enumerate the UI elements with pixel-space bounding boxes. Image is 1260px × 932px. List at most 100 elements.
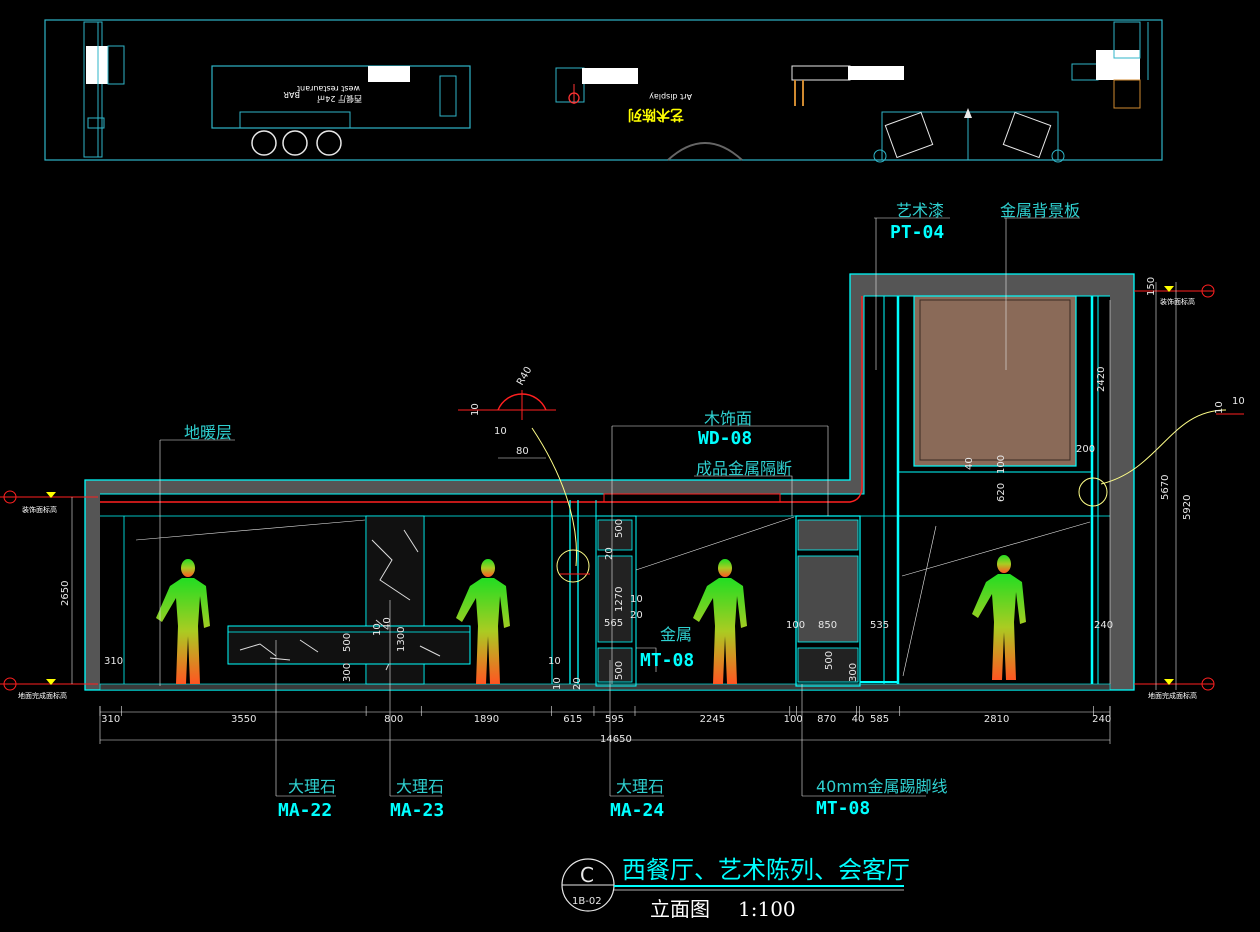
display-cabinet-shelf-3 [597,647,633,683]
metal-partition-panel-3 [797,647,859,683]
dim-metal-850: 850 [818,620,837,631]
dim-cab-565: 565 [604,618,623,629]
plan-armchair-right [1002,111,1052,159]
leader-marble2 [389,600,442,797]
callout-leader-right [1100,409,1227,485]
dim-misc-20: 20 [572,677,583,690]
leader-marble3 [609,660,664,797]
plan-restaurant-label: 西餐厅 24㎡ [317,94,362,103]
dim-cab-1270: 1270 [614,587,625,612]
detail-callouts [458,390,1244,583]
dim-right-240: 240 [1094,620,1113,631]
plan-north-arrow [964,108,972,118]
dim-bottom-value: 240 [1092,714,1111,725]
dim-bottom-value: 310 [101,714,120,725]
level-markers: 装饰面标高 地面完成面标高 装饰面标高 地面完成面标高 [0,284,1215,700]
dim-cab-500: 500 [614,519,625,538]
dim-metal-100: 100 [786,620,805,631]
plan-column-left [83,21,103,158]
label-floor-heating: 地暖层 [184,423,232,442]
label-wood-finish: 木饰面 [704,409,752,428]
dim-marble-1300: 1300 [396,627,407,652]
callout-circle [556,549,590,583]
bar-counter-veins [239,639,441,661]
metal-partition-panel-2 [797,555,859,643]
dim-bottom-value: 40 [852,714,865,725]
dim-back-620: 620 [996,483,1007,502]
plan-bar-label: BAR [283,90,300,99]
dim-cab-20: 20 [604,547,615,560]
code-marble-2: MA-23 [390,800,444,821]
dim-misc-10d: 10 [1232,396,1245,407]
dim-back-100: 100 [996,455,1007,474]
dim-marble-300: 300 [342,663,353,682]
leader-metal [636,647,657,672]
plan-plant-right [1051,149,1065,163]
level-floor-right-label: 地面完成面标高 [1148,691,1197,700]
plan-stool-2 [282,130,308,156]
leader-metal-partition [694,475,793,516]
dim-bottom-value: 870 [817,714,836,725]
level-floor-left-circle [3,677,17,691]
dim-bottom-value: 1890 [474,714,499,725]
plan-plant-left [873,149,887,163]
code-marble-3: MA-24 [610,800,664,821]
label-marble-1: 大理石 [288,777,336,796]
dim-right-150: 150 [1146,277,1157,296]
dim-marble-500: 500 [342,633,353,652]
dim-cab-20b: 20 [630,610,643,621]
code-skirting: MT-08 [816,798,870,819]
dim-bottom-value: 585 [870,714,889,725]
plan-art-label: 艺术陈列 [628,106,684,123]
display-cabinet-shelf-1 [597,519,633,551]
label-metal: 金属 [660,625,692,644]
dim-metal-535: 535 [870,620,889,631]
title-type: 立面图 [650,897,710,921]
leader-metal-backdrop [1004,217,1080,370]
dim-misc-10c: 10 [1214,401,1225,414]
plan-view: 西餐厅 24㎡ west restaurant BAR 艺术陈列 Art dis… [44,19,1163,163]
display-cabinet-shelf-2 [597,555,633,643]
plan-bar-white [368,66,410,82]
floor-strip [99,683,1111,691]
dimension-lines [71,282,1177,744]
dim-misc-10a: 10 [470,403,481,416]
label-marble-2: 大理石 [396,777,444,796]
level-ceiling-right-label: 装饰面标高 [1160,297,1195,306]
dim-metal-300: 300 [848,663,859,682]
plan-art-en: Art display [649,92,692,101]
plan-restaurant-en: west restaurant [297,84,360,93]
dim-right-5920: 5920 [1182,495,1193,520]
title-block: C 1B-02 西餐厅、艺术陈列、会客厅 立面图 1:100 [561,856,910,921]
plan-stand [555,67,585,103]
dim-total: 14650 [600,734,632,745]
label-art-paint: 艺术漆 [896,201,944,220]
code-marble-1: MA-22 [278,800,332,821]
plan-column-right [1113,21,1141,59]
metal-backdrop-inner [919,299,1071,461]
level-ceiling-left-circle [3,490,17,504]
code-wood-finish: WD-08 [698,428,752,449]
dim-marble-10: 10 [372,623,383,636]
code-metal: MT-08 [640,650,694,671]
plan-right-orange [1113,79,1141,109]
plan-art-pedestal [667,142,743,161]
material-leaders [159,217,1080,797]
plan-stool-1 [251,130,277,156]
label-skirting: 40mm金属踢脚线 [816,777,948,796]
dim-bottom-value: 100 [784,714,803,725]
level-floor-left-tri [46,679,56,685]
level-floor-right-tri [1164,679,1174,685]
title-scale: 1:100 [738,897,796,921]
dim-right-2420: 2420 [1096,367,1107,392]
leader-art-paint [874,217,950,370]
level-ceiling-right-circle [1201,284,1215,298]
dim-bottom-value: 595 [605,714,624,725]
plan-wall-box-left [107,45,125,85]
ceiling-bulkhead [603,493,781,503]
level-ceiling-left-tri [46,492,56,498]
plan-detail [87,117,105,129]
dim-marble-40: 40 [382,617,393,630]
display-cabinet [595,515,637,687]
